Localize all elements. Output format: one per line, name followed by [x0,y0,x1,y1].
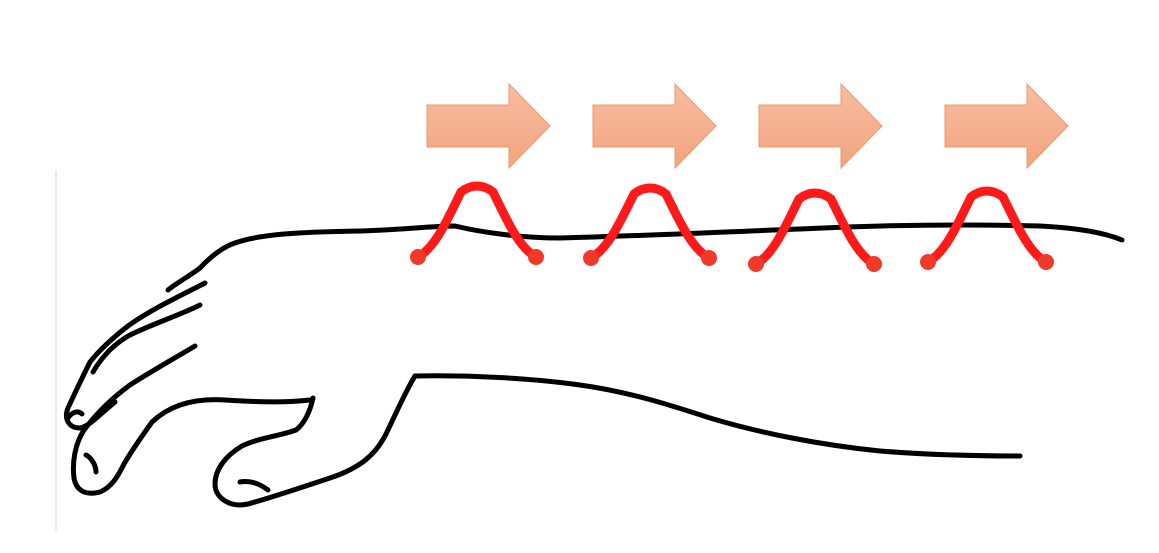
wave-curve [413,181,541,262]
wave-end-dot [1038,254,1054,270]
wave-curve [751,188,879,269]
wave-pulse-icon [920,186,1054,270]
wave-start-dot [748,256,764,272]
wave-curve [923,186,1051,267]
right-arrow-icon [426,82,551,170]
pulse-waves [410,181,1054,272]
wave-pulse-icon [583,183,717,266]
forearm-bottom-edge [412,373,1023,459]
finger-middle [90,302,203,375]
wave-pulse-icon [748,188,882,272]
finger-ring [70,343,313,496]
right-arrow-icon [758,82,883,170]
fingernail-2 [83,452,99,475]
thumbnail [237,479,271,493]
wave-start-dot [410,249,426,265]
direction-arrows [426,82,1069,170]
thumb [212,373,418,508]
wave-start-dot [583,250,599,266]
hand-back-edge [165,240,238,293]
finger-index [64,280,208,431]
wave-end-dot [866,256,882,272]
wave-end-dot [528,249,544,265]
wave-start-dot [920,254,936,270]
wave-curve [586,183,714,263]
wave-end-dot [701,250,717,266]
right-arrow-icon [592,82,717,170]
arm-outline [64,222,1125,508]
right-arrow-icon [944,82,1069,170]
fingernail-1 [65,409,85,421]
wave-pulse-icon [410,181,544,265]
